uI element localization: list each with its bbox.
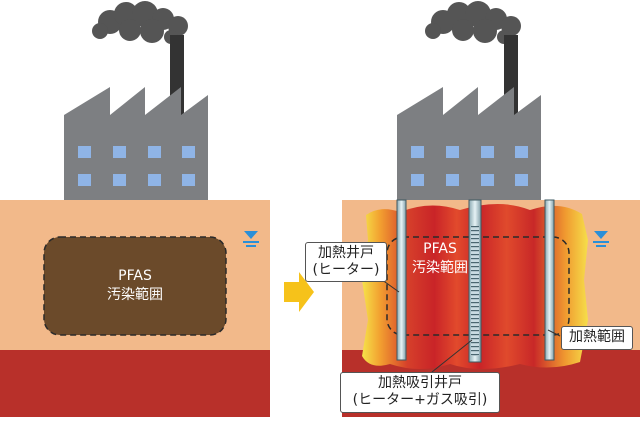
heating-well-label-line1: 加熱井戸 — [318, 245, 374, 261]
contamination-text: 汚染範囲 — [412, 260, 468, 276]
deep-layer — [0, 350, 270, 417]
suction-well-callout: 加熱吸引井戸 (ヒーター+ガス吸引) — [340, 372, 500, 413]
water-table-icon — [243, 231, 259, 247]
right-scene — [342, 1, 640, 417]
factory-icon — [64, 35, 208, 200]
leader-line — [547, 329, 561, 337]
heating-range-callout: 加熱範囲 — [561, 326, 633, 350]
left-pfas-label: PFAS 汚染範囲 — [44, 267, 226, 305]
suction-well-label-line1: 加熱吸引井戸 — [378, 375, 462, 391]
heating-well-right — [544, 199, 555, 361]
water-table-icon — [593, 231, 609, 247]
pfas-text: PFAS — [423, 241, 457, 257]
pfas-text: PFAS — [118, 268, 152, 284]
heating-well-callout: 加熱井戸 (ヒーター) — [305, 242, 387, 282]
heating-range-label: 加熱範囲 — [569, 329, 625, 345]
heating-well-left — [396, 199, 407, 361]
left-scene — [0, 1, 270, 417]
suction-well-label-line2: (ヒーター+ガス吸引) — [352, 392, 488, 408]
leader-line — [431, 339, 473, 373]
factory-icon — [397, 35, 541, 200]
right-pfas-label: PFAS 汚染範囲 — [400, 240, 480, 278]
suction-well-screen — [471, 226, 479, 356]
contamination-zone — [43, 236, 227, 336]
heating-well-label-line2: (ヒーター) — [312, 262, 380, 278]
contamination-text: 汚染範囲 — [107, 287, 163, 303]
arrow-right-icon — [284, 272, 314, 312]
